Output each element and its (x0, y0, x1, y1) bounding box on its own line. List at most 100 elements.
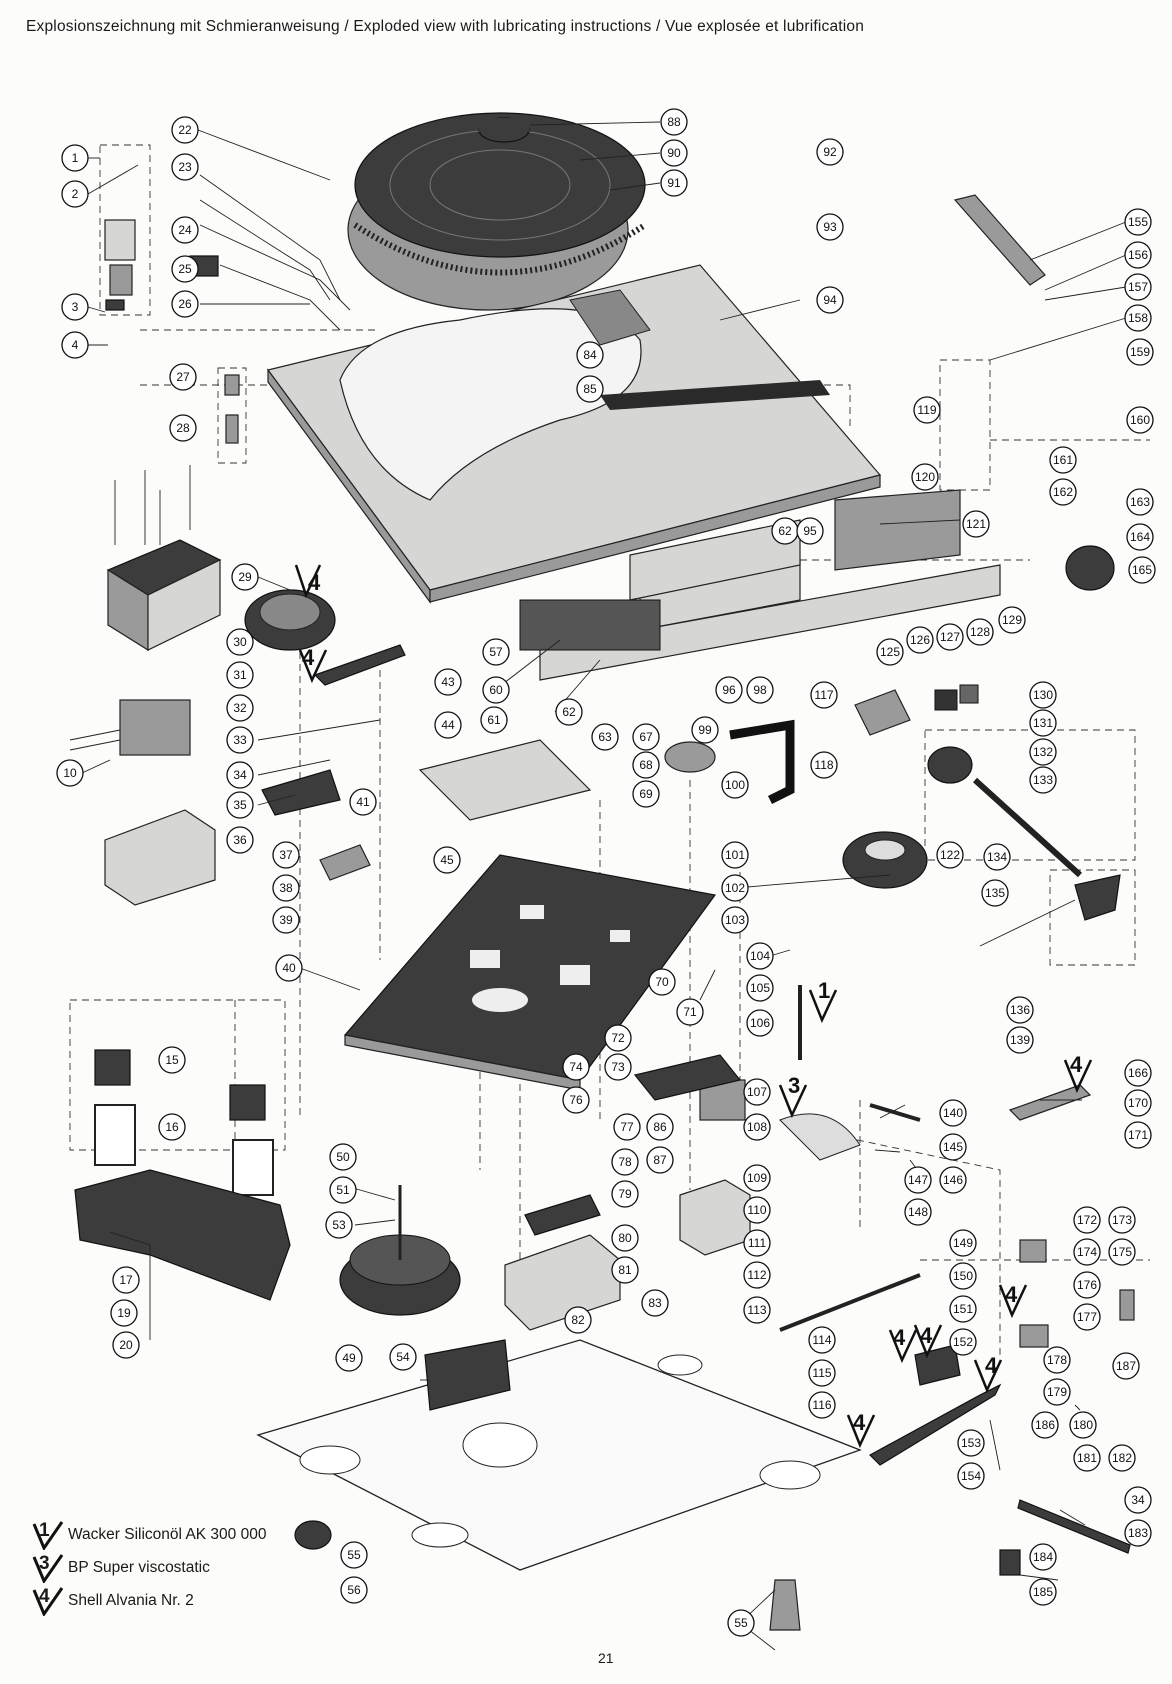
svg-text:178: 178 (1047, 1353, 1067, 1367)
svg-text:28: 28 (176, 421, 190, 435)
svg-text:102: 102 (725, 881, 745, 895)
callout: 180 (1069, 1411, 1097, 1439)
svg-text:60: 60 (489, 683, 503, 697)
svg-text:3: 3 (72, 300, 79, 314)
svg-text:160: 160 (1130, 413, 1150, 427)
svg-text:182: 182 (1112, 1451, 1132, 1465)
svg-text:37: 37 (279, 848, 293, 862)
callout: 111 (743, 1229, 771, 1257)
svg-text:30: 30 (233, 635, 247, 649)
svg-text:67: 67 (639, 730, 653, 744)
callout: 49 (335, 1344, 363, 1372)
callout: 116 (808, 1391, 836, 1419)
callout: 35 (226, 791, 254, 819)
svg-text:74: 74 (569, 1060, 583, 1074)
callout: 175 (1108, 1238, 1136, 1266)
svg-text:171: 171 (1128, 1128, 1148, 1142)
callout: 80 (611, 1224, 639, 1252)
svg-text:24: 24 (178, 223, 192, 237)
svg-text:68: 68 (639, 758, 653, 772)
lube-check-icon: 1 (32, 1520, 66, 1551)
svg-text:173: 173 (1112, 1213, 1132, 1227)
svg-text:113: 113 (747, 1303, 766, 1317)
callout: 61 (480, 706, 508, 734)
svg-text:115: 115 (812, 1366, 831, 1380)
callout: 55 (727, 1609, 755, 1637)
callout: 25 (171, 255, 199, 283)
platter (347, 112, 647, 311)
callout: 98 (746, 676, 774, 704)
svg-text:69: 69 (639, 787, 653, 801)
callout: 149 (949, 1229, 977, 1257)
callout: 134 (983, 843, 1011, 871)
callout: 115 (808, 1359, 836, 1387)
callout: 70 (648, 968, 676, 996)
lube-check-icon: 4 (32, 1586, 66, 1617)
callout: 162 (1049, 478, 1077, 506)
svg-text:84: 84 (583, 348, 597, 362)
callout: 151 (949, 1295, 977, 1323)
svg-text:39: 39 (279, 913, 293, 927)
svg-text:44: 44 (441, 718, 455, 732)
callout: 10 (56, 759, 84, 787)
svg-text:36: 36 (233, 833, 247, 847)
svg-text:101: 101 (725, 848, 745, 862)
base-plate (256, 1339, 862, 1571)
callout: 184 (1029, 1543, 1057, 1571)
svg-text:86: 86 (653, 1120, 667, 1134)
svg-text:132: 132 (1033, 745, 1053, 759)
svg-text:139: 139 (1010, 1033, 1030, 1047)
svg-text:53: 53 (332, 1218, 346, 1232)
svg-text:26: 26 (178, 297, 192, 311)
svg-text:45: 45 (440, 853, 454, 867)
svg-text:146: 146 (943, 1173, 963, 1187)
callout: 112 (743, 1261, 771, 1289)
svg-text:72: 72 (611, 1031, 625, 1045)
callout: 117 (810, 681, 838, 709)
svg-text:131: 131 (1033, 716, 1053, 730)
svg-text:145: 145 (943, 1140, 963, 1154)
callout: 174 (1073, 1238, 1101, 1266)
svg-text:27: 27 (176, 370, 190, 384)
svg-text:62: 62 (562, 705, 576, 719)
callout: 91 (660, 169, 688, 197)
lubricant-legend: 1 Wacker Siliconöl AK 300 000 3 BP Super… (32, 1518, 266, 1617)
front-panel (519, 489, 1001, 681)
svg-text:23: 23 (178, 160, 192, 174)
svg-text:63: 63 (598, 730, 612, 744)
callout: 122 (936, 841, 964, 869)
callout: 95 (796, 517, 824, 545)
svg-text:3: 3 (788, 1073, 800, 1098)
svg-text:34: 34 (233, 768, 247, 782)
svg-text:185: 185 (1033, 1585, 1053, 1599)
callout: 186 (1031, 1411, 1059, 1439)
callout: 20 (112, 1331, 140, 1359)
callout: 81 (611, 1256, 639, 1284)
callout: 84 (576, 341, 604, 369)
callout: 96 (715, 676, 743, 704)
page-number: 21 (598, 1650, 614, 1666)
svg-text:95: 95 (803, 524, 817, 538)
svg-text:34: 34 (1131, 1493, 1145, 1507)
svg-text:76: 76 (569, 1093, 583, 1107)
svg-text:128: 128 (970, 625, 990, 639)
svg-text:150: 150 (953, 1269, 973, 1283)
svg-text:117: 117 (814, 688, 833, 702)
svg-text:105: 105 (750, 981, 770, 995)
svg-text:136: 136 (1010, 1003, 1030, 1017)
callout: 104 (746, 942, 774, 970)
callout: 147 (904, 1166, 932, 1194)
svg-text:19: 19 (117, 1306, 131, 1320)
callout: 82 (564, 1306, 592, 1334)
callout: 139 (1006, 1026, 1034, 1054)
legend-item: 1 Wacker Siliconöl AK 300 000 (32, 1518, 266, 1551)
callout: 56 (340, 1576, 368, 1604)
svg-text:88: 88 (667, 115, 681, 129)
callout: 79 (611, 1180, 639, 1208)
callout: 85 (576, 375, 604, 403)
svg-text:22: 22 (178, 123, 192, 137)
callout: 19 (110, 1299, 138, 1327)
callout: 176 (1073, 1271, 1101, 1299)
callout: 86 (646, 1113, 674, 1141)
